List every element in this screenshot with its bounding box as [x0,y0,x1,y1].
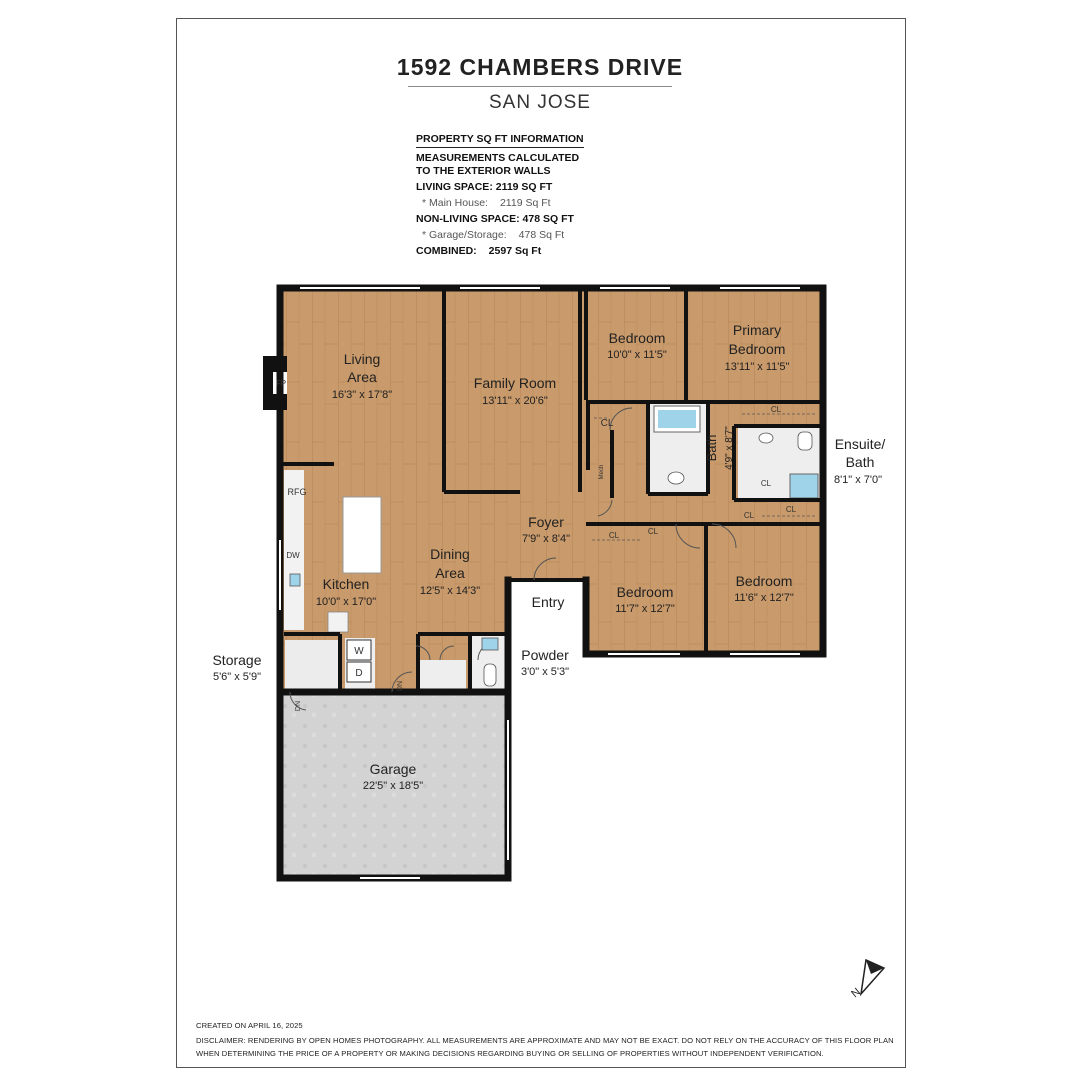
property-title: 1592 CHAMBERS DRIVE [396,54,684,80]
disclaimer-line-2: WHEN DETERMINING THE PRICE OF A PROPERTY… [196,1049,824,1058]
washer [346,639,372,661]
living-space-label: LIVING SPACE: 2119 SQ FT [416,181,553,193]
room-storage-dim: 5'6" x 5'9" [213,671,261,683]
created-date: CREATED ON APRIL 16, 2025 [196,1021,303,1030]
closet-label-3: CL [761,479,772,488]
dryer [346,661,372,683]
bath-tub-water [658,410,696,428]
room-bedroom2-dim: 11'7" x 12'7" [615,603,675,615]
plumbing-fixtures [289,431,813,687]
closet-rods [592,413,816,541]
fixture-dn-2: DN [295,701,302,711]
ensuite-shower [789,473,819,499]
mech-label: Mech [599,465,605,480]
sqft-heading: PROPERTY SQ FT INFORMATION [416,133,584,148]
room-foyer-dim: 7'9" x 8'4" [522,533,570,545]
dn-label-2: DN [295,701,302,711]
closet-label-7: CL [648,527,659,536]
sqft-info-block: PROPERTY SQ FT INFORMATION MEASUREMENTS … [416,133,584,258]
closet-label-1: CL [601,418,614,429]
bath-dim-label: 4'9" x 8'7" [724,426,735,470]
bath-label: Bath [704,435,719,462]
fixture-dn-1: DN [397,681,404,691]
kitchen-island [342,496,382,574]
garage-storage-row: * Garage/Storage: 478 Sq Ft [422,229,584,242]
room-ensuite-dim: 8'1" x 7'0" [834,474,882,486]
room-bedroom1-dim: 10'0" x 11'5" [607,349,667,361]
main-house-row: * Main House: 2119 Sq Ft [422,197,584,210]
fixture-dryer: D [355,668,362,679]
room-dining-name-2: Area [435,565,465,581]
room-entry-name: Entry [532,594,565,610]
room-garage-name: Garage [370,761,417,777]
room-storage-name: Storage [212,652,261,668]
kitchen-range [327,611,349,633]
room-foyer-name: Foyer [528,514,564,530]
room-dining-dim: 12'5" x 14'3" [420,585,480,597]
fixture-washer: W [354,646,364,657]
room-powder-dim: 3'0" x 5'3" [521,666,569,678]
storage-floor [285,640,340,692]
room-living-dim: 16'3" x 17'8" [332,389,392,401]
room-garage-dim: 22'5" x 18'5" [363,780,423,792]
room-bedroom1-name: Bedroom [609,330,666,346]
room-kitchen-name: Kitchen [323,576,370,592]
room-ensuite-name-1: Ensuite/ [835,436,886,452]
measurement-note-2: TO THE EXTERIOR WALLS [416,165,551,177]
closet-label-2: CL [771,405,782,414]
garage-floor [282,692,508,876]
room-dining-name-1: Dining [430,546,470,562]
room-family-name: Family Room [474,375,556,391]
room-primary-name-2: Bedroom [729,341,786,357]
room-bedroom3-name: Bedroom [736,573,793,589]
compass-north-letter: N [849,986,863,1000]
room-bath-name: Bath [704,435,719,462]
property-city: SAN JOSE [489,92,591,113]
closet-label-4: CL [786,505,797,514]
closet-label-6: CL [609,531,620,540]
disclaimer-line-1: DISCLAIMER: RENDERING BY OPEN HOMES PHOT… [196,1036,894,1045]
garage-storage-label: * Garage/Storage: [422,229,507,241]
fixture-fp: FP [276,379,286,388]
room-bedroom2-name: Bedroom [617,584,674,600]
nonliving-space-label: NON-LIVING SPACE: 478 SQ FT [416,213,574,225]
room-living-name-2: Area [347,369,377,385]
room-kitchen-dim: 10'0" x 17'0" [316,596,376,608]
closet-label-5: CL [744,511,755,520]
room-powder-name: Powder [521,647,569,663]
room-living-name-1: Living [344,351,381,367]
windows [279,287,800,879]
entry-floor [510,580,586,692]
measurement-note-1: MEASUREMENTS CALCULATED [416,152,580,164]
room-bath-dim: 4'9" x 8'7" [724,426,735,470]
door-swings [289,407,737,711]
fixture-rfg: RFG [288,487,307,497]
north-compass-icon: N [849,958,886,1000]
room-primary-name-1: Primary [733,322,781,338]
combined-label: COMBINED: [416,245,477,257]
title-divider [408,86,672,87]
main-house-value: 2119 Sq Ft [499,197,551,209]
dn-label-1: DN [397,681,404,691]
fixture-dw: DW [286,551,300,560]
room-family-dim: 13'11" x 20'6" [482,395,548,407]
room-ensuite-name-2: Bath [846,454,875,470]
kitchen-counter [284,470,304,630]
fixture-mech: Mech [599,465,605,480]
main-house-label: * Main House: [422,197,488,209]
combined-row: COMBINED: 2597 Sq Ft [416,245,584,258]
room-bedroom3-dim: 11'6" x 12'7" [734,592,794,604]
room-primary-dim: 13'11" x 11'5" [725,361,790,373]
garage-storage-value: 478 Sq Ft [518,229,565,241]
combined-value: 2597 Sq Ft [488,245,542,257]
interior-walls [282,288,822,692]
